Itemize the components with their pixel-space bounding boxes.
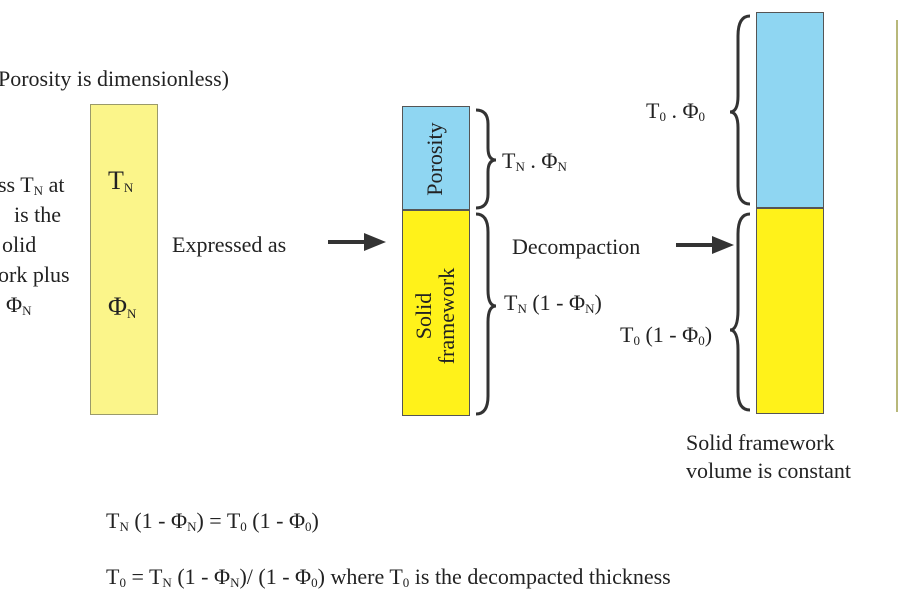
col1-t-label: TN [108,166,134,195]
equation-2: T0 = TN (1 - ΦN)/ (1 - Φ0) where T0 is t… [106,564,671,590]
col3-solid-brace [729,212,751,412]
left-text-line1: ss TN at [0,172,65,198]
col2-porosity-expression: TN . ΦN [502,148,567,174]
left-text-line4: ork plus [0,262,70,287]
col2-solid-brace [475,212,497,416]
original-thickness-column [90,104,158,415]
decompacted-solid-segment [756,208,824,414]
left-text-line5: ΦN [6,292,32,318]
solid-framework-segment [402,210,470,416]
decompaction-label: Decompaction [512,234,641,259]
left-text-line2: is the [14,202,62,227]
col3-solid-expression: T0 (1 - Φ0) [620,322,713,348]
decompaction-arrow [676,236,734,254]
equation-1: TN (1 - ΦN) = T0 (1 - Φ0) [106,508,319,534]
left-text-line3: olid [2,232,37,257]
col2-solid-expression: TN (1 - ΦN) [504,290,602,316]
col3-porosity-expression: T0 . Φ0 [646,98,706,124]
expressed-as-label: Expressed as [172,232,287,257]
porosity-note: Porosity is dimensionless) [0,66,230,91]
solid-framework-note-line2: volume is constant [686,458,851,483]
porosity-label: Porosity [422,122,447,196]
porosity-segment [402,106,470,210]
col3-porosity-brace [729,14,751,206]
expressed-as-arrow [328,233,386,251]
solid-framework-note-line1: Solid framework [686,430,835,455]
decompacted-porosity-segment [756,12,824,208]
col2-porosity-brace [475,108,497,210]
col1-phi-label: ΦN [108,292,137,321]
